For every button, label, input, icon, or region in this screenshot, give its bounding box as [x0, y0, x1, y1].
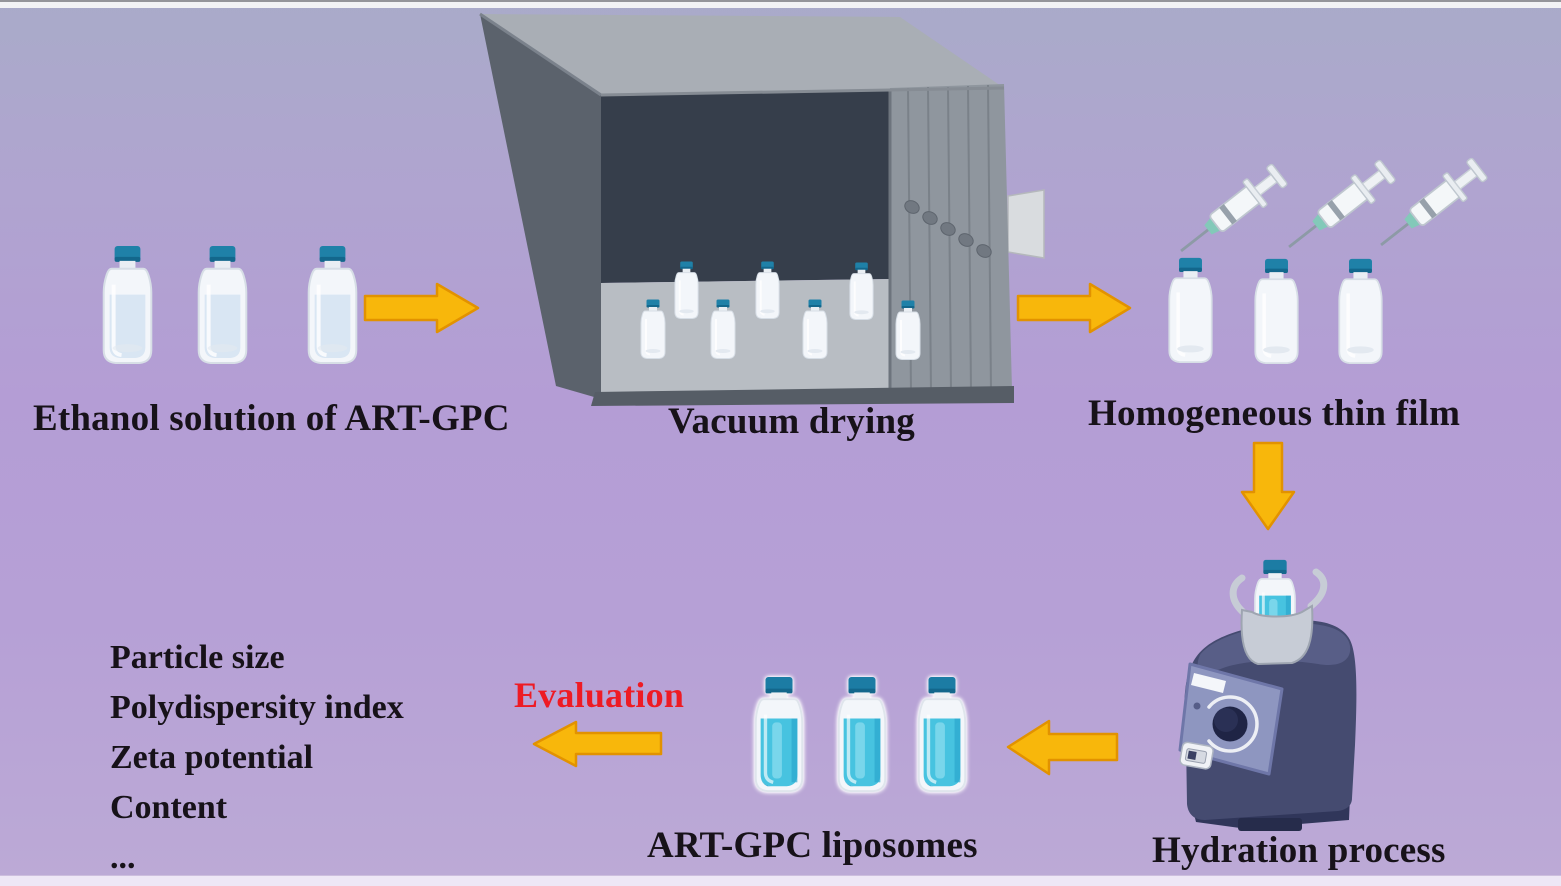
mixer-indicator-dot — [1193, 702, 1201, 710]
oven-top-face — [480, 14, 1004, 95]
oven-door-vent-holes — [904, 200, 992, 258]
evaluation-criteria-list: Particle size Polydispersity index Zeta … — [110, 633, 404, 883]
liposomes-label: ART-GPC liposomes — [647, 825, 978, 866]
top-border-strip — [0, 0, 1561, 8]
vacuum-label: Vacuum drying — [668, 401, 915, 442]
syringe-icons — [1169, 153, 1491, 265]
ethanol-label: Ethanol solution of ART-GPC — [33, 398, 510, 439]
arrow-film-to-hydration-icon — [1240, 441, 1296, 531]
arrow-oven-to-film-icon — [1016, 282, 1132, 334]
evaluation-criterion: Polydispersity index — [110, 689, 404, 726]
evaluation-criterion: ... — [110, 839, 136, 876]
mixer-power-switch — [1179, 741, 1214, 770]
thin-film-label: Homogeneous thin film — [1088, 393, 1461, 434]
liposome-bottles-icon — [753, 675, 968, 793]
oven-door-handle — [1007, 189, 1045, 259]
oven-bottom-rim — [591, 386, 1014, 406]
evaluation-criterion: Content — [110, 789, 228, 826]
mixer-clamp — [1229, 568, 1328, 666]
vortex-mixer-icon — [1178, 558, 1357, 831]
thin-film-bottles-icon — [1167, 256, 1384, 365]
evaluation-label: Evaluation — [514, 675, 685, 715]
bottom-border-strip — [0, 875, 1561, 886]
arrow-hydration-to-liposomes-icon — [1006, 719, 1119, 776]
hydration-label: Hydration process — [1152, 830, 1446, 871]
arrow-evaluation-icon — [532, 720, 663, 768]
arrow-ethanol-to-oven-icon — [363, 282, 480, 334]
vacuum-oven-icon — [479, 12, 1045, 406]
oven-left-face — [480, 14, 601, 399]
oven-door — [890, 84, 1012, 394]
oven-interior — [601, 91, 890, 283]
mixer-panel-label — [1191, 673, 1226, 693]
evaluation-criterion: Particle size — [110, 639, 285, 676]
ethanol-bottles-icon — [104, 246, 357, 363]
evaluation-criterion: Zeta potential — [110, 739, 314, 776]
